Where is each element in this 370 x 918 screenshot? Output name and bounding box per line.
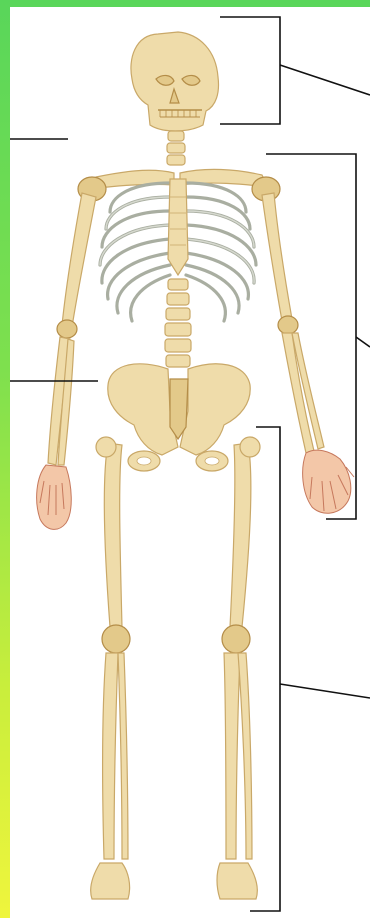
right-leg — [217, 437, 260, 899]
right-arm-pointer — [356, 337, 370, 347]
leg-bracket — [250, 427, 280, 911]
skull-bracket — [220, 17, 280, 124]
pelvis — [108, 364, 250, 471]
leg-pointer — [280, 684, 370, 698]
lumbar-spine — [165, 279, 191, 367]
skeleton-diagram — [10, 7, 370, 918]
right-arm — [262, 193, 354, 513]
left-arm-bracket — [10, 139, 98, 381]
left-arm — [37, 193, 96, 529]
diagram-canvas — [10, 7, 370, 918]
cervical-spine — [167, 131, 185, 165]
skull — [131, 32, 219, 131]
left-leg — [91, 437, 130, 899]
skull-pointer — [280, 65, 370, 95]
